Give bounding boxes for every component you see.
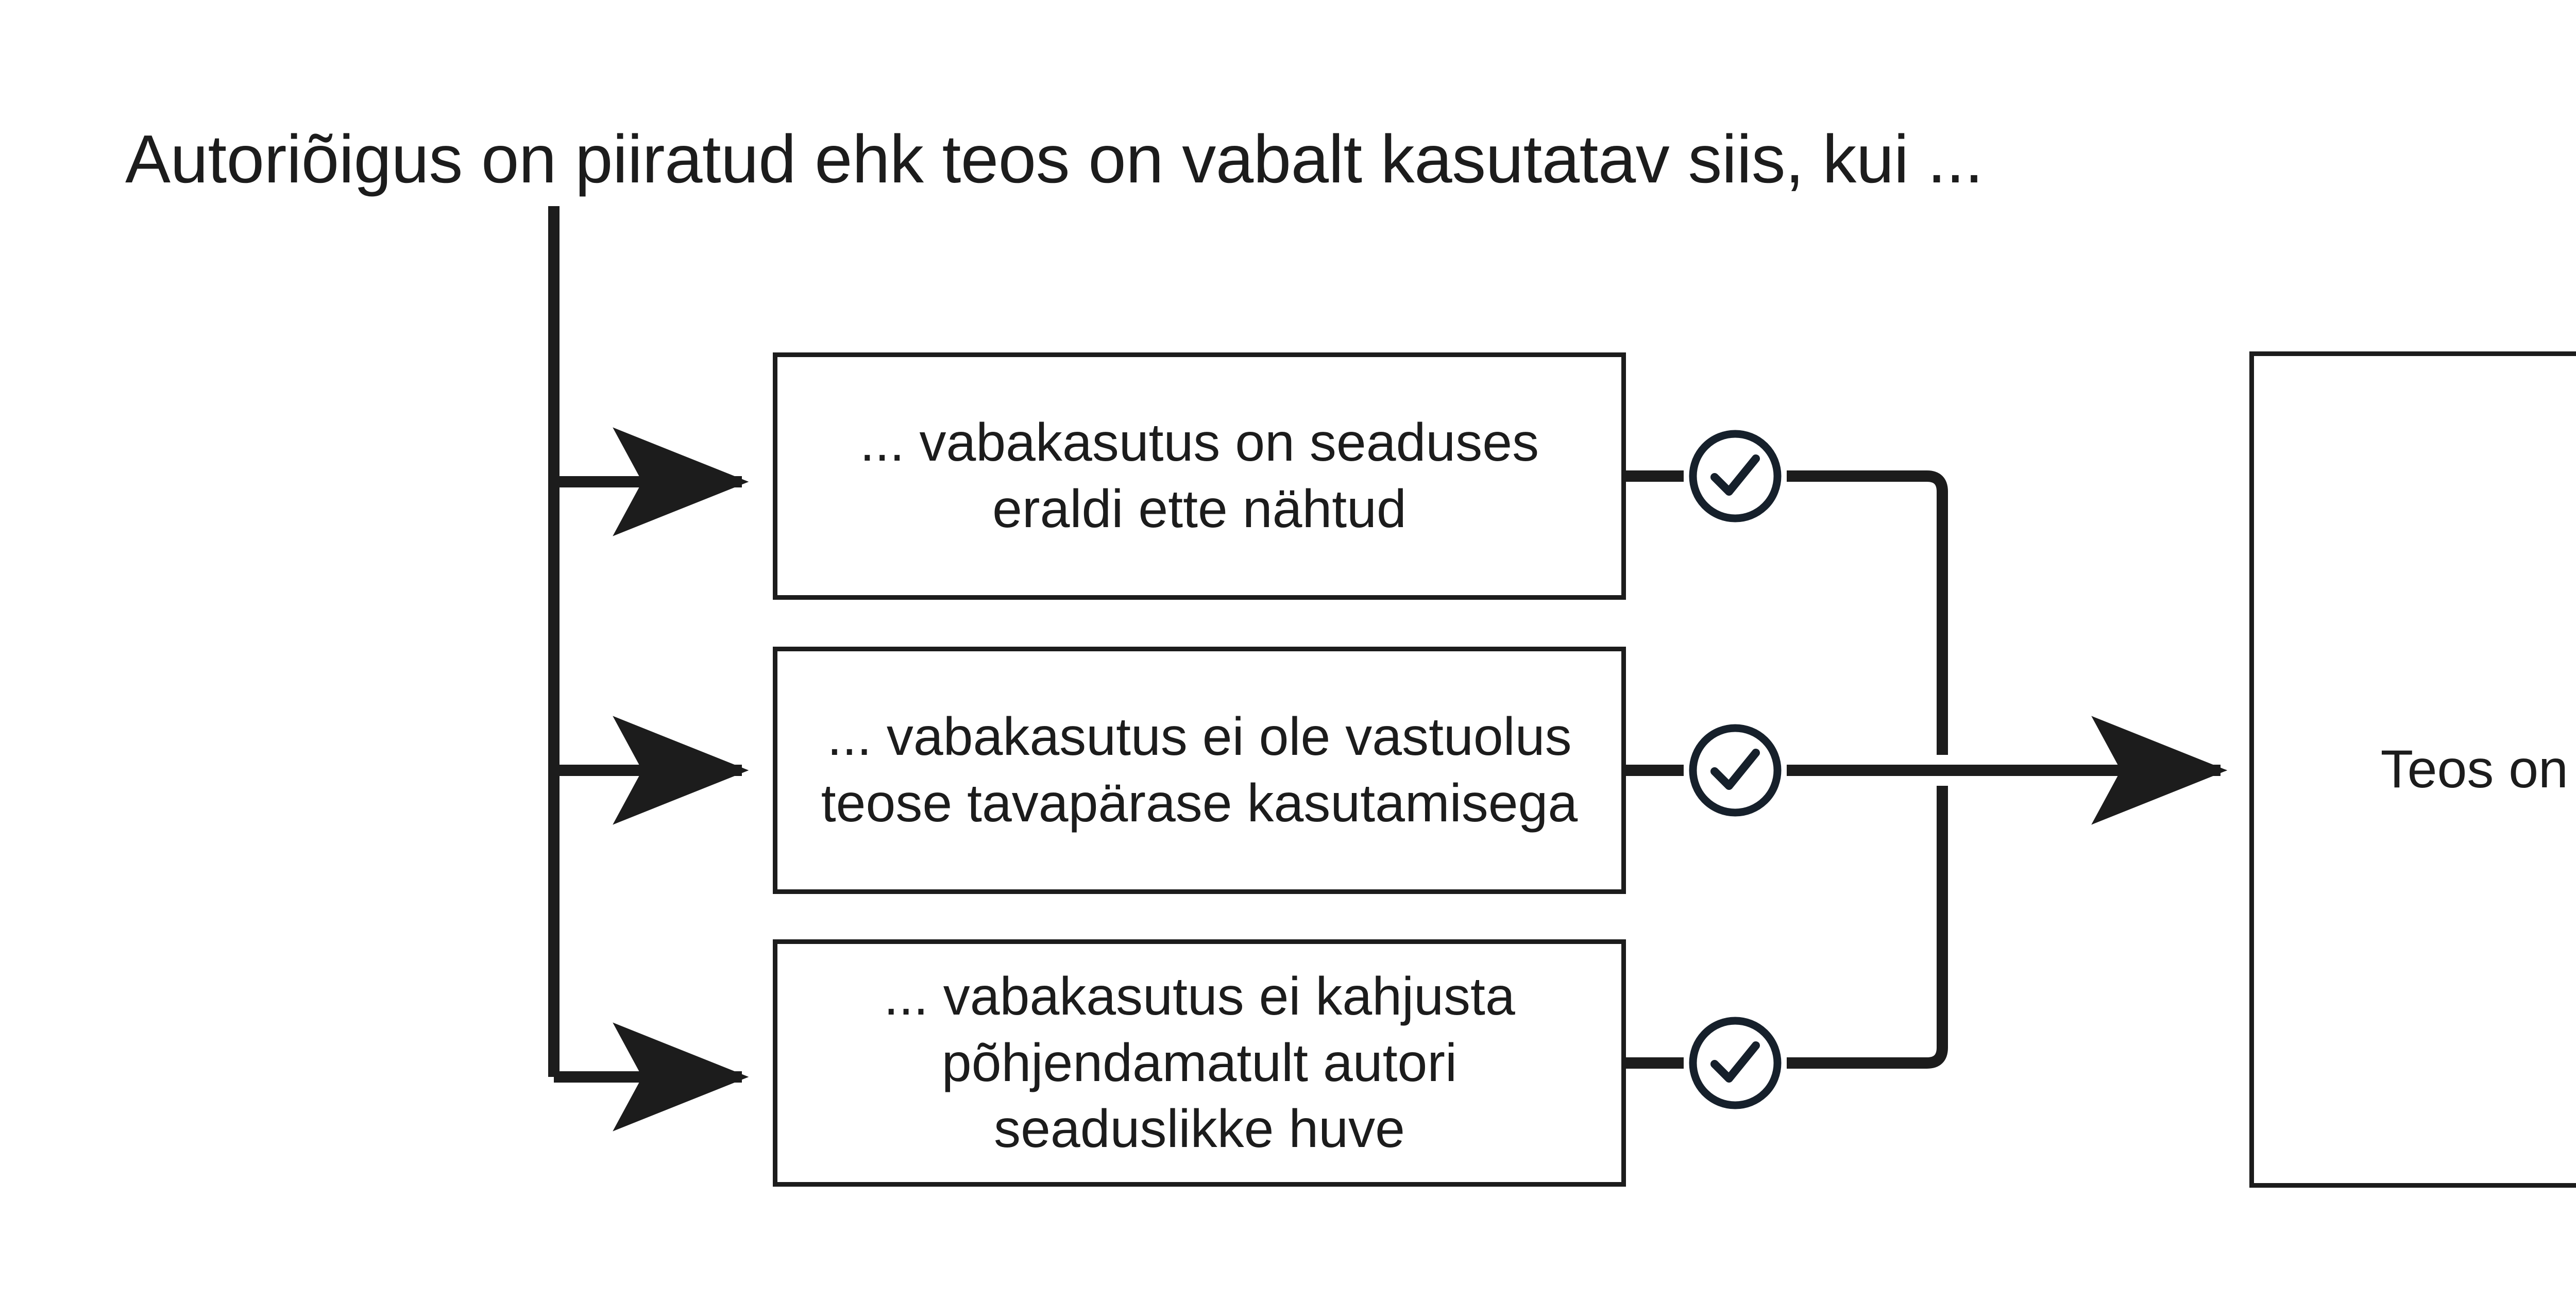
condition-box-2: ... vabakasutus ei ole vastuolus teose t… — [773, 647, 1626, 894]
condition-box-1: ... vabakasutus on seaduses eraldi ette … — [773, 352, 1626, 600]
result-label: Teos on vabalt kasutatav — [2380, 739, 2576, 800]
result-box: Teos on vabalt kasutatav — [2249, 351, 2576, 1188]
check-circle-icon — [1684, 1011, 1787, 1115]
condition-label-2: ... vabakasutus ei ole vastuolus teose t… — [821, 707, 1578, 833]
check-circle-icon — [1684, 425, 1787, 528]
check-circle-icon — [1684, 719, 1787, 822]
page-title: Autoriõigus on piiratud ehk teos on vaba… — [125, 121, 1984, 197]
condition-box-3: ... vabakasutus ei kahjusta põhjendamatu… — [773, 939, 1626, 1187]
condition-label-3: ... vabakasutus ei kahjusta põhjendamatu… — [884, 966, 1515, 1159]
merge-path-bottom — [1787, 786, 1948, 1069]
merge-path-top — [1787, 470, 1948, 755]
condition-label-1: ... vabakasutus on seaduses eraldi ette … — [859, 413, 1539, 539]
